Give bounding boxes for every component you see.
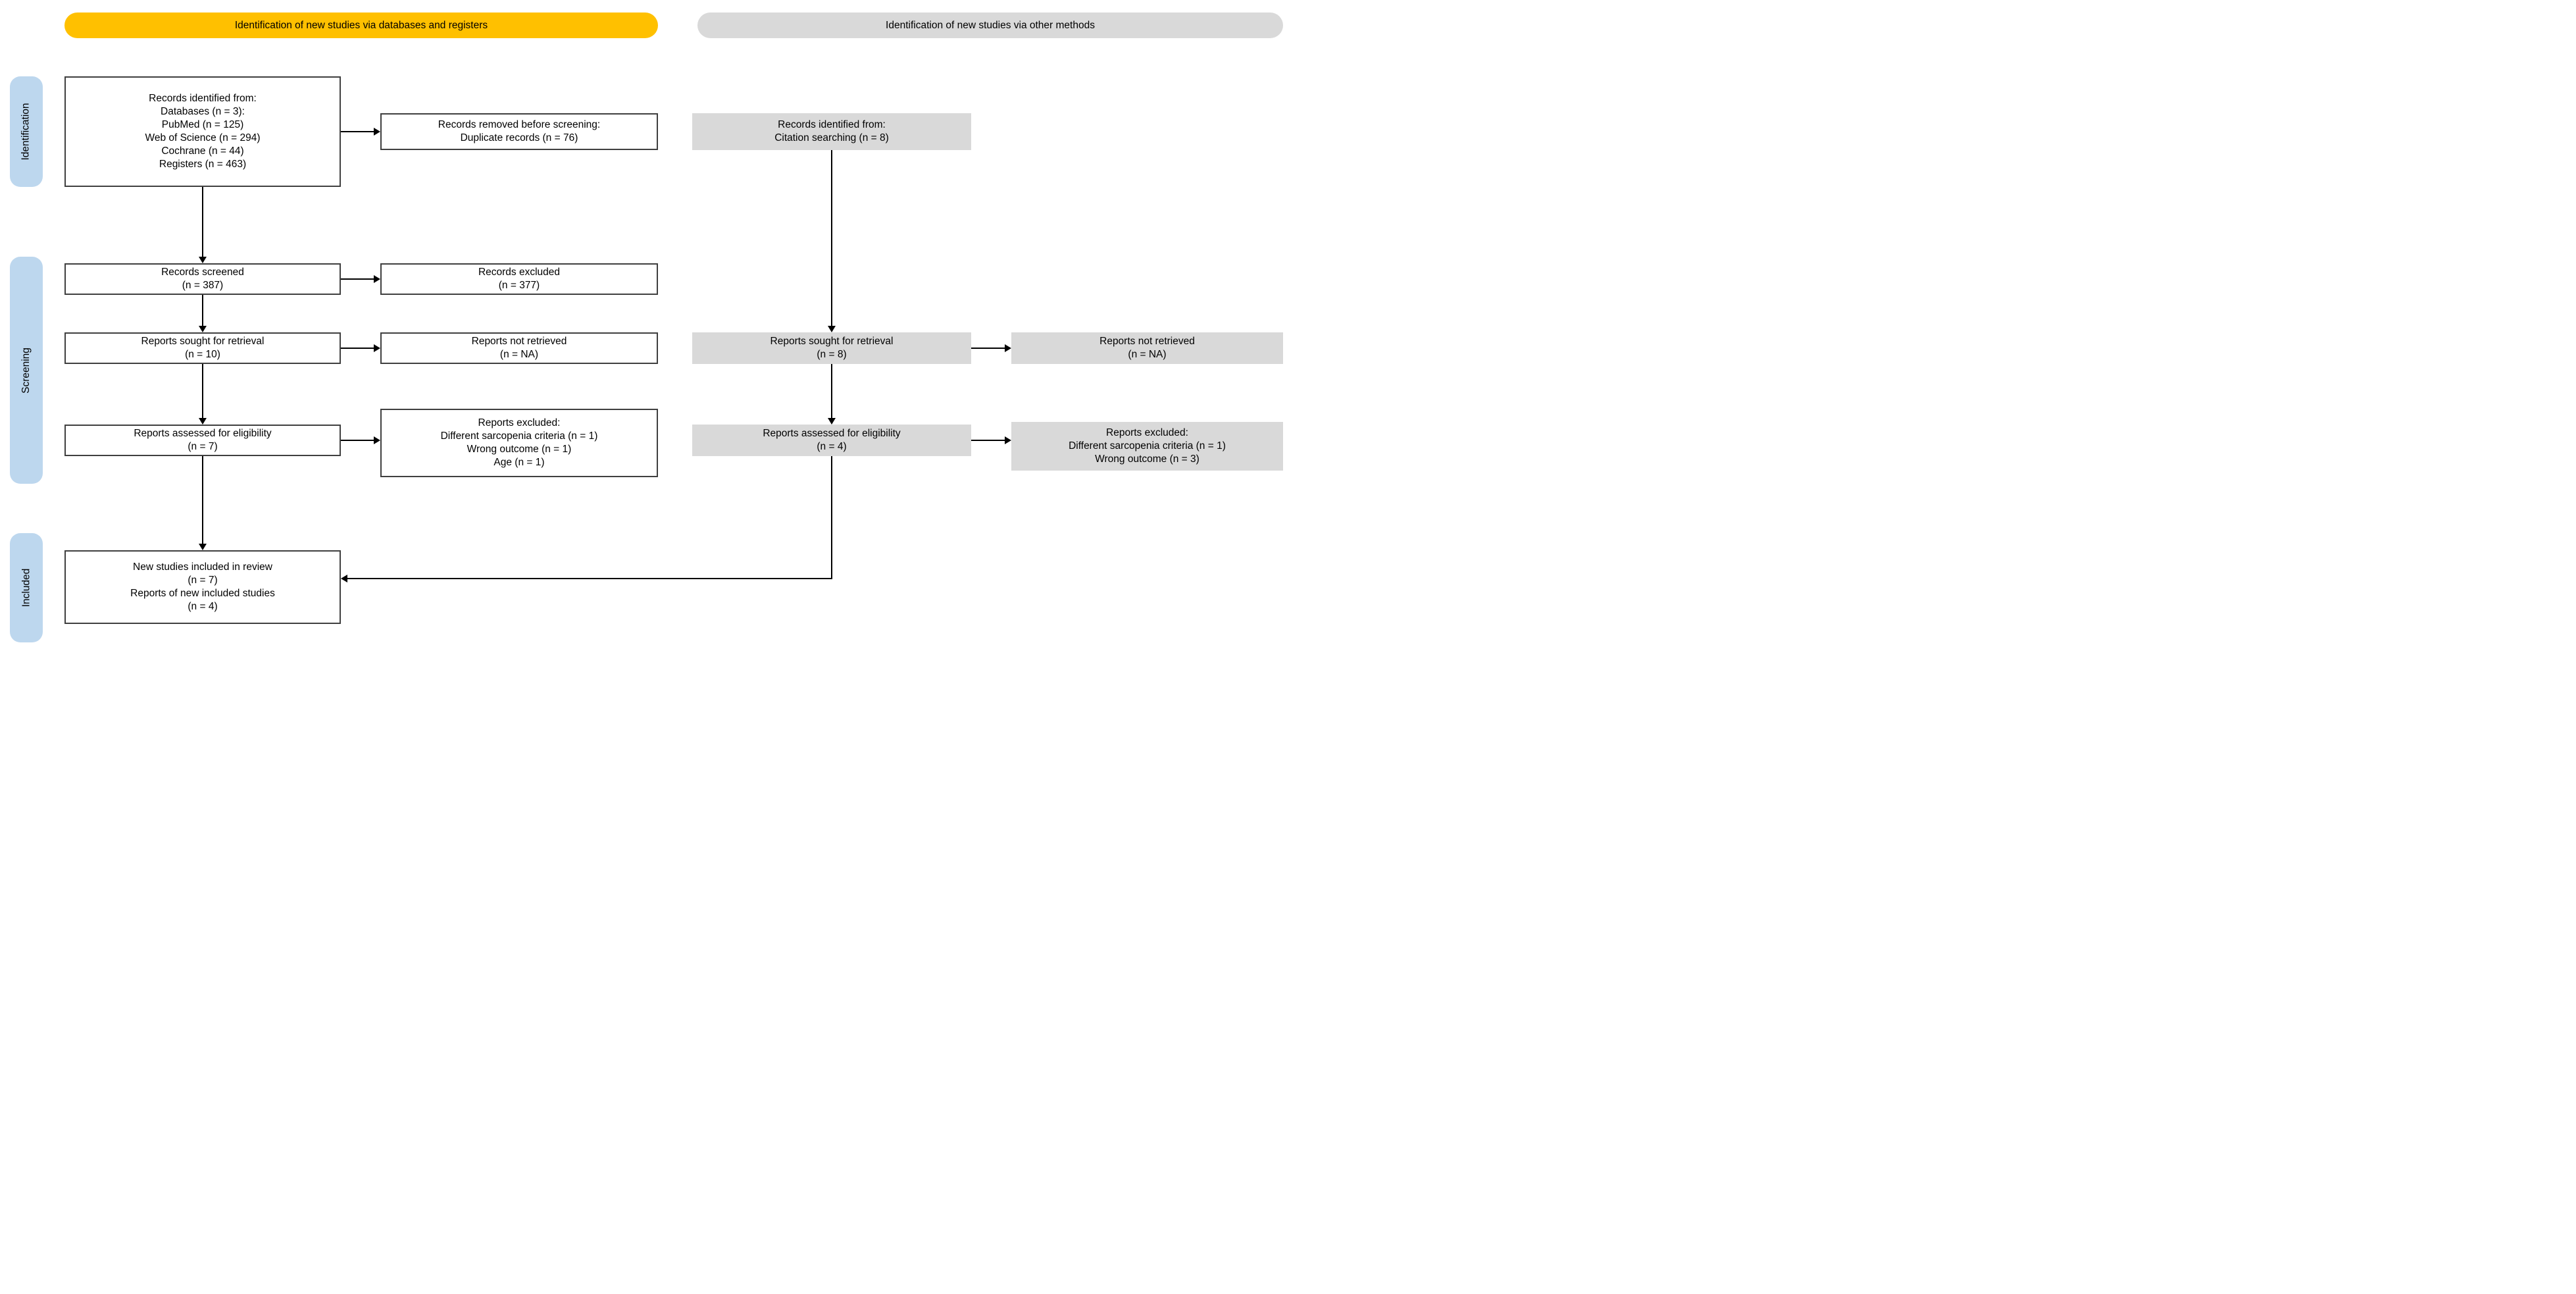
banner-databases-label: Identification of new studies via databa…: [234, 19, 488, 31]
arrow-sought-to-assessed: [199, 364, 207, 425]
box-records-identified: Records identified from: Databases (n = …: [64, 76, 341, 187]
banner-other-methods-label: Identification of new studies via other …: [886, 19, 1095, 31]
box-new-studies-included: New studies included in review (n = 7) R…: [64, 550, 341, 624]
box-reports-not-retrieved-databases: Reports not retrieved (n = NA): [380, 332, 658, 364]
arrow-sought-other-to-assessed-other: [828, 364, 836, 425]
arrow-screened-to-sought: [199, 295, 207, 332]
arrow-assessed-to-reports-excluded: [341, 436, 380, 444]
arrow-identified-to-removed: [341, 128, 380, 136]
arrow-screened-to-excluded: [341, 275, 380, 283]
stage-included-label: Included: [20, 568, 32, 608]
box-reports-not-retrieved-other: Reports not retrieved (n = NA): [1011, 332, 1283, 364]
arrow-sought-to-not-retrieved: [341, 344, 380, 352]
stage-identification-label: Identification: [20, 103, 32, 161]
prisma-flow-diagram: Identification of new studies via databa…: [0, 0, 1288, 647]
arrow-assessed-to-included: [199, 456, 207, 550]
arrow-assessed-other-to-excluded-other: [971, 436, 1011, 444]
box-records-excluded: Records excluded (n = 377): [380, 263, 658, 295]
box-records-screened: Records screened (n = 387): [64, 263, 341, 295]
box-reports-excluded-other: Reports excluded: Different sarcopenia c…: [1011, 422, 1283, 471]
banner-databases-registers: Identification of new studies via databa…: [64, 13, 658, 38]
stage-identification: Identification: [10, 76, 43, 187]
box-reports-sought-other: Reports sought for retrieval (n = 8): [692, 332, 971, 364]
banner-other-methods: Identification of new studies via other …: [697, 13, 1283, 38]
box-reports-excluded-databases: Reports excluded: Different sarcopenia c…: [380, 409, 658, 477]
box-reports-sought-databases: Reports sought for retrieval (n = 10): [64, 332, 341, 364]
stage-included: Included: [10, 533, 43, 642]
stage-screening-label: Screening: [20, 347, 32, 394]
box-records-identified-other: Records identified from: Citation search…: [692, 113, 971, 150]
stage-screening: Screening: [10, 257, 43, 484]
arrow-citation-to-sought-other: [828, 150, 836, 332]
box-reports-assessed-other: Reports assessed for eligibility (n = 4): [692, 425, 971, 456]
arrow-sought-other-to-not-retrieved-other: [971, 344, 1011, 352]
arrow-identified-to-screened: [199, 187, 207, 263]
box-reports-assessed-databases: Reports assessed for eligibility (n = 7): [64, 425, 341, 456]
box-records-removed: Records removed before screening: Duplic…: [380, 113, 658, 150]
